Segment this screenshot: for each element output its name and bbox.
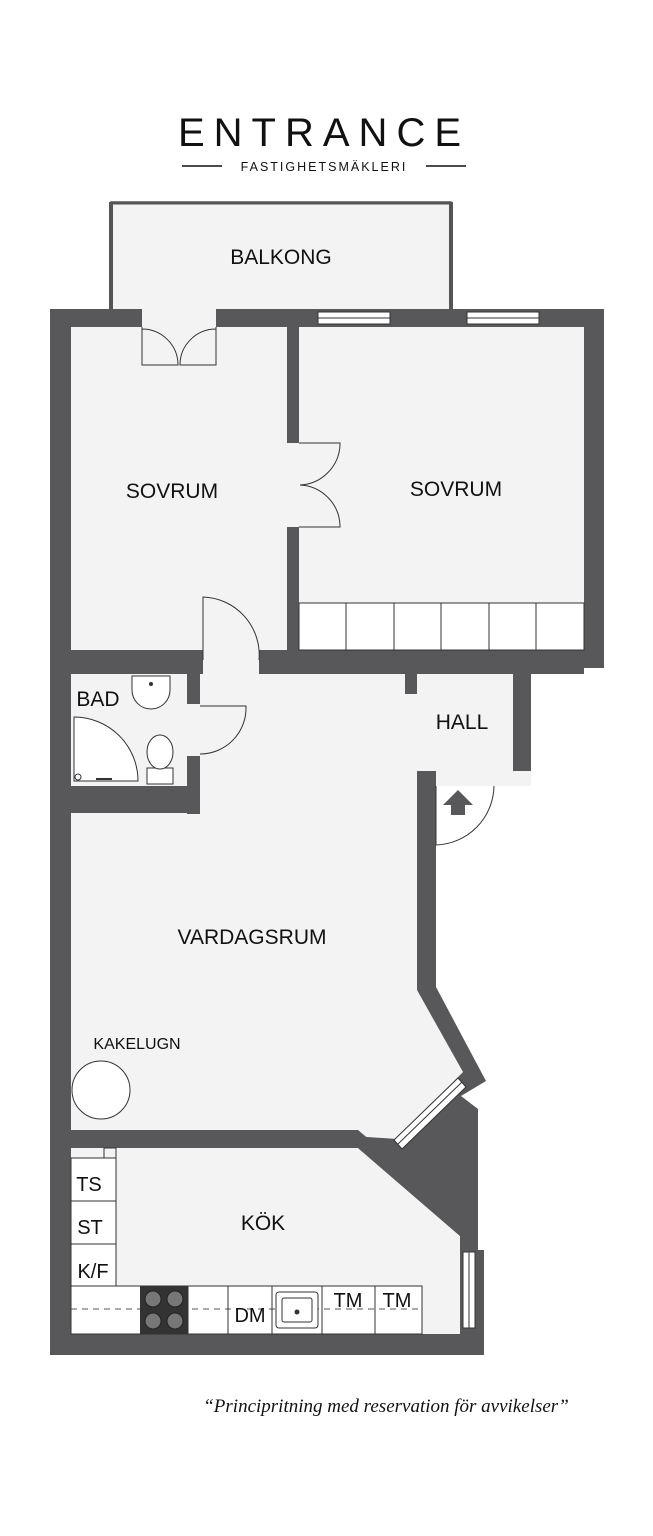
kitchen-fixtures [70, 1147, 423, 1335]
brand-logo: ENTRANCE FASTIGHETSMÄKLERI [178, 111, 470, 174]
room-label-balkong: BALKONG [230, 246, 332, 269]
windows [317, 311, 540, 1329]
entrance-door [435, 771, 531, 846]
appliance-label-kf: K/F [77, 1261, 108, 1283]
room-label-sovrum-right: SOVRUM [410, 478, 502, 501]
appliance-label-tm-1: TM [334, 1290, 363, 1312]
room-label-hall: HALL [436, 711, 489, 734]
entrance-arrow-icon [443, 790, 473, 815]
brand-name: ENTRANCE [178, 111, 470, 155]
brand-tagline: FASTIGHETSMÄKLERI [241, 160, 408, 174]
shower-icon [73, 716, 139, 782]
floor-sovrum-left [71, 327, 287, 650]
door-sovrum-left [202, 596, 260, 674]
door-between-bedrooms [287, 442, 341, 528]
kakelugn-icon [71, 1060, 131, 1120]
balcony [109, 201, 453, 311]
floor-hall-vardagsrum [71, 674, 513, 1139]
disclaimer: “Principritning med reservation för avvi… [203, 1396, 569, 1417]
toilet-icon [146, 767, 174, 785]
kakelugn-label: KAKELUGN [93, 1036, 180, 1053]
room-floors [71, 327, 584, 1334]
balcony-door [141, 309, 217, 366]
room-label-vardagsrum: VARDAGSRUM [178, 926, 327, 949]
appliance-label-dm: DM [234, 1305, 265, 1327]
appliance-label-tm-2: TM [383, 1290, 412, 1312]
appliance-label-ts: TS [76, 1174, 102, 1196]
room-label-bad: BAD [76, 688, 119, 711]
room-label-kok: KÖK [241, 1212, 285, 1235]
door-bad [187, 704, 247, 756]
wardrobes [298, 602, 585, 651]
sink-icon [131, 675, 171, 710]
bathroom-fixtures [73, 675, 174, 785]
floor-sovrum-right [299, 327, 584, 650]
room-label-sovrum-left: SOVRUM [126, 480, 218, 503]
appliance-label-st: ST [77, 1217, 103, 1239]
